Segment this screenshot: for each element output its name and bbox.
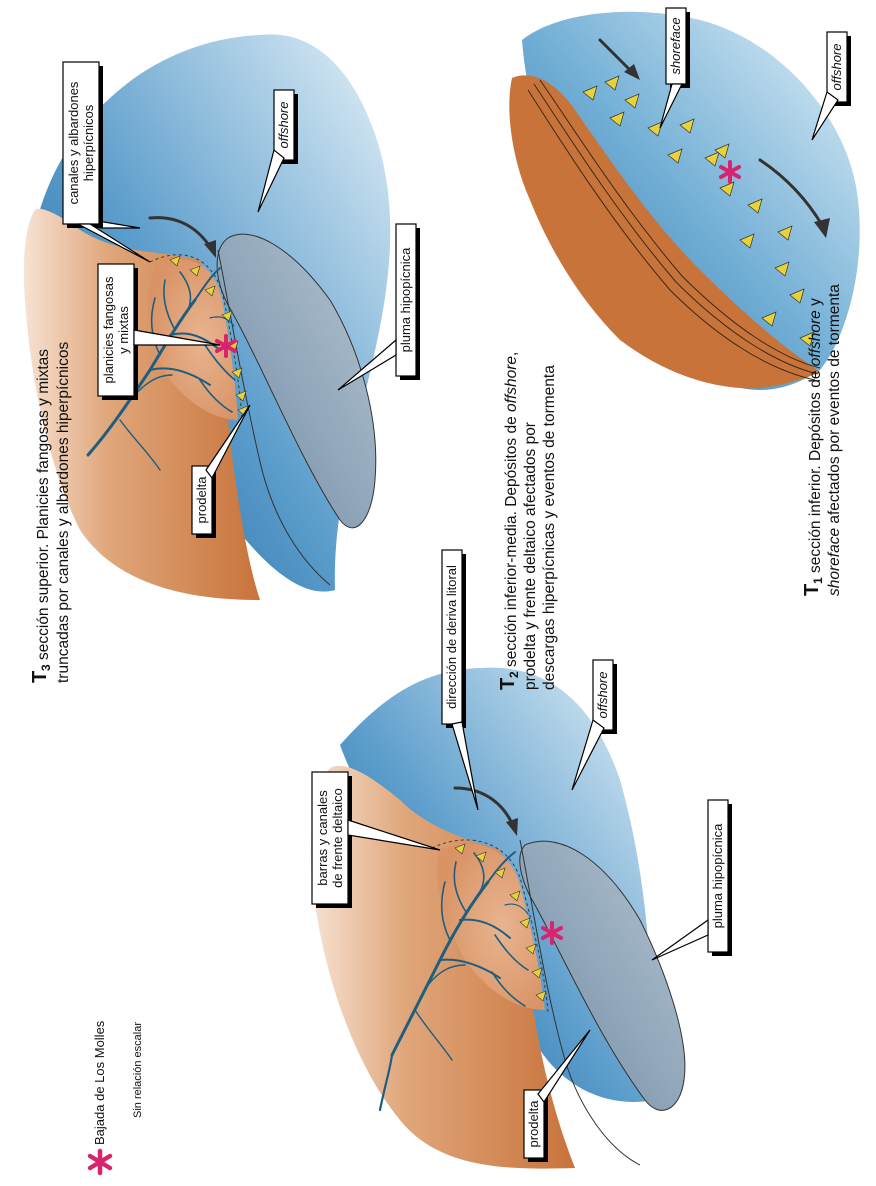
t2-caption-line1-b: offshore	[503, 356, 520, 412]
t1-caption-line1-b: offshore	[807, 310, 824, 366]
t2-drift-label: dirección de deriva litoral	[444, 565, 459, 709]
t2-caption-line1: sección inferior-media. Depósitos de off…	[503, 352, 520, 667]
legend-location-label: Bajada de Los Molles	[92, 1020, 107, 1145]
legend-scale-note: Sin relación escalar	[132, 1022, 144, 1118]
t1-caption-line1-a: sección inferior. Depósitos de	[807, 366, 824, 573]
t2-offshore-label: offshore	[595, 672, 610, 719]
t1-caption-subscript: 1	[811, 577, 825, 584]
t1-caption-line1: sección inferior. Depósitos de offshore …	[807, 298, 824, 573]
t3-channels-label-line1: canales y albardones	[66, 81, 81, 204]
t3-channels-label-line2: hiperpícnicos	[81, 104, 96, 181]
t1-caption-line2-a: shoreface	[826, 528, 843, 596]
t2-caption-line3: descargas hiperpícnicas y eventos de tor…	[541, 365, 558, 690]
t2-plume-callout: pluma hipopícnica	[652, 800, 732, 960]
t3-flats-label-line2: y mixtas	[116, 306, 131, 354]
t2-bars-label-line1: barras y canales	[315, 790, 330, 886]
t3-offshore-label: offshore	[276, 102, 291, 149]
t3-flats-label-line1: planicies fangosas	[101, 276, 116, 383]
t3-prodelta-label: prodelta	[194, 476, 209, 524]
t1-offshore-label: offshore	[829, 44, 844, 91]
t3-caption-subscript: 3	[39, 664, 53, 671]
t3-plume-label: pluma hipopícnica	[398, 247, 413, 353]
t2-plume-label: pluma hipopícnica	[710, 823, 725, 929]
t2-bars-label-line2: de frente deltaico	[330, 788, 345, 888]
t1-caption: T 1 sección inferior. Depósitos de offsh…	[801, 284, 843, 596]
t1-caption-line1-c: y	[807, 298, 824, 310]
t3-caption-letter: T	[29, 671, 51, 683]
t2-caption-subscript: 2	[507, 671, 521, 678]
t2-caption-letter: T	[497, 678, 519, 690]
t2-caption-line2: prodelta y frente deltaico afectados por	[522, 422, 539, 690]
legend: Bajada de Los Molles Sin relación escala…	[90, 1020, 144, 1173]
t2-caption: T 2 sección inferior-media. Depósitos de…	[497, 352, 558, 690]
asterisk-icon	[90, 1151, 110, 1173]
t2-caption-line1-c: ,	[503, 352, 520, 356]
t1-caption-line2-b: afectados por eventos de tormenta	[826, 284, 843, 528]
t1-caption-letter: T	[801, 584, 823, 596]
t1-caption-line2: shoreface afectados por eventos de torme…	[826, 284, 843, 596]
t3-caption-line1: sección superior. Planicies fangosas y m…	[35, 349, 52, 660]
t1-shoreface-label: shoreface	[668, 17, 683, 74]
panel-t3: canales y albardones hiperpícnicos offsh…	[24, 34, 420, 600]
t2-prodelta-label: prodelta	[526, 1100, 541, 1148]
t3-caption-line2: truncadas por canales y albardones hiper…	[55, 342, 72, 683]
t3-caption: T 3 sección superior. Planicies fangosas…	[29, 342, 72, 683]
t2-caption-line1-a: sección inferior-media. Depósitos de	[503, 412, 520, 667]
